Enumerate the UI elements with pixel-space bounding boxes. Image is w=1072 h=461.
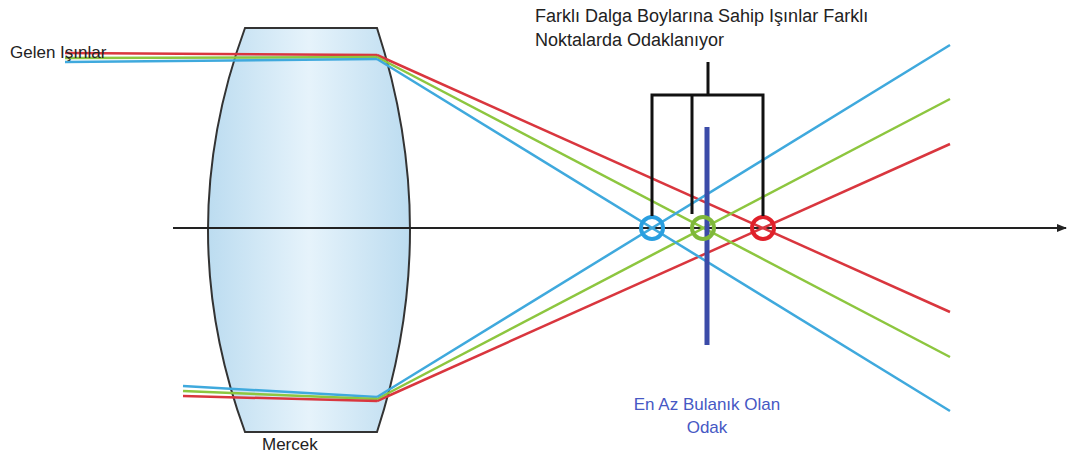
bracket xyxy=(652,62,763,216)
least-blur-label: En Az Bulanık Olan Odak xyxy=(620,394,795,440)
lens xyxy=(208,28,410,432)
refracted-rays xyxy=(377,45,950,411)
incoming-rays xyxy=(65,53,377,401)
bracket-note: Farklı Dalga Boylarına Sahip Işınlar Far… xyxy=(535,4,905,53)
incoming-rays-label: Gelen Işınlar xyxy=(10,42,106,65)
optical-axis xyxy=(173,227,1066,229)
lens-label: Mercek xyxy=(262,434,318,457)
focal-points xyxy=(641,217,774,239)
